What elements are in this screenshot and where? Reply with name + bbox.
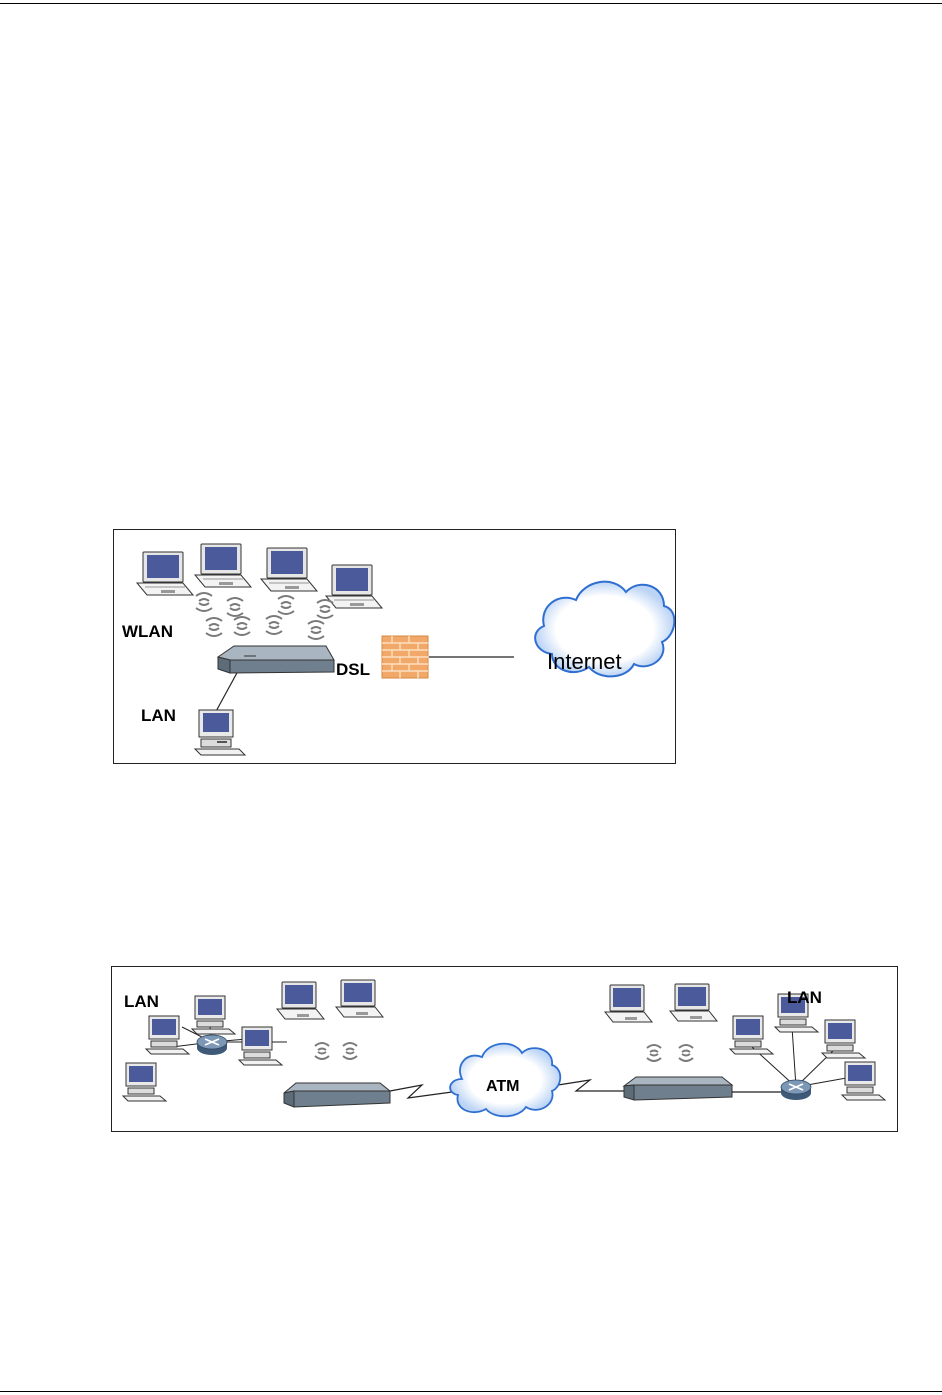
desktop-computer-icon	[195, 710, 245, 755]
lan-label: LAN	[141, 706, 176, 725]
wireless-signal-icon	[317, 600, 333, 618]
dsl-label: DSL	[336, 660, 370, 679]
router-icon	[781, 1080, 811, 1100]
desktop-computer-icon	[192, 996, 235, 1034]
laptop-icon	[326, 565, 382, 608]
atm-label: ATM	[486, 1078, 519, 1095]
header-rule	[0, 3, 942, 4]
desktop-computer-icon	[822, 1020, 865, 1058]
wireless-signal-icon	[234, 617, 250, 635]
wireless-signal-icon	[343, 1043, 357, 1059]
desktop-computer-icon	[730, 1016, 773, 1054]
firewall-icon	[382, 636, 428, 678]
wireless-signal-icon	[278, 596, 294, 614]
lan-cable	[214, 671, 238, 715]
wireless-signal-icon	[308, 621, 324, 639]
wireless-signal-icon	[206, 618, 222, 636]
desktop-computer-icon	[123, 1063, 166, 1101]
router-icon	[197, 1035, 227, 1055]
laptop-icon	[261, 548, 317, 591]
atm-link-left	[390, 1085, 452, 1098]
wireless-signal-icon	[196, 593, 212, 611]
laptop-icon	[670, 984, 717, 1021]
lan-label-right: LAN	[787, 988, 822, 1007]
wireless-signal-icon	[315, 1043, 329, 1059]
diagram-atm-link: LAN LAN ATM	[112, 967, 897, 1131]
desktop-computer-icon	[842, 1062, 885, 1100]
wireless-signal-icon	[647, 1045, 661, 1061]
laptop-icon	[195, 544, 251, 587]
wlan-label: WLAN	[122, 622, 173, 641]
wireless-signal-icon	[679, 1045, 693, 1061]
desktop-computer-icon	[146, 1016, 189, 1054]
dsl-router-device-icon	[218, 646, 334, 673]
internet-label: Internet	[547, 649, 622, 674]
atm-link-right	[558, 1080, 624, 1091]
figure-wireless-dsl-network: WLAN LAN DSL Internet	[113, 529, 676, 764]
laptop-icon	[336, 980, 383, 1017]
figure-atm-lan-to-lan: LAN LAN ATM	[111, 966, 898, 1132]
laptop-icon	[605, 985, 652, 1022]
diagram-wireless-dsl: WLAN LAN DSL Internet	[114, 530, 675, 763]
right-dsl-device-icon	[624, 1077, 732, 1100]
laptop-icon	[137, 552, 193, 595]
wireless-signal-icon	[266, 616, 282, 634]
left-dsl-device-icon	[284, 1083, 390, 1107]
laptop-icon	[277, 982, 324, 1019]
footer-rule	[0, 1391, 942, 1392]
wireless-signal-icon	[227, 598, 243, 616]
lan-label-left: LAN	[124, 992, 159, 1011]
desktop-computer-icon	[239, 1027, 282, 1065]
